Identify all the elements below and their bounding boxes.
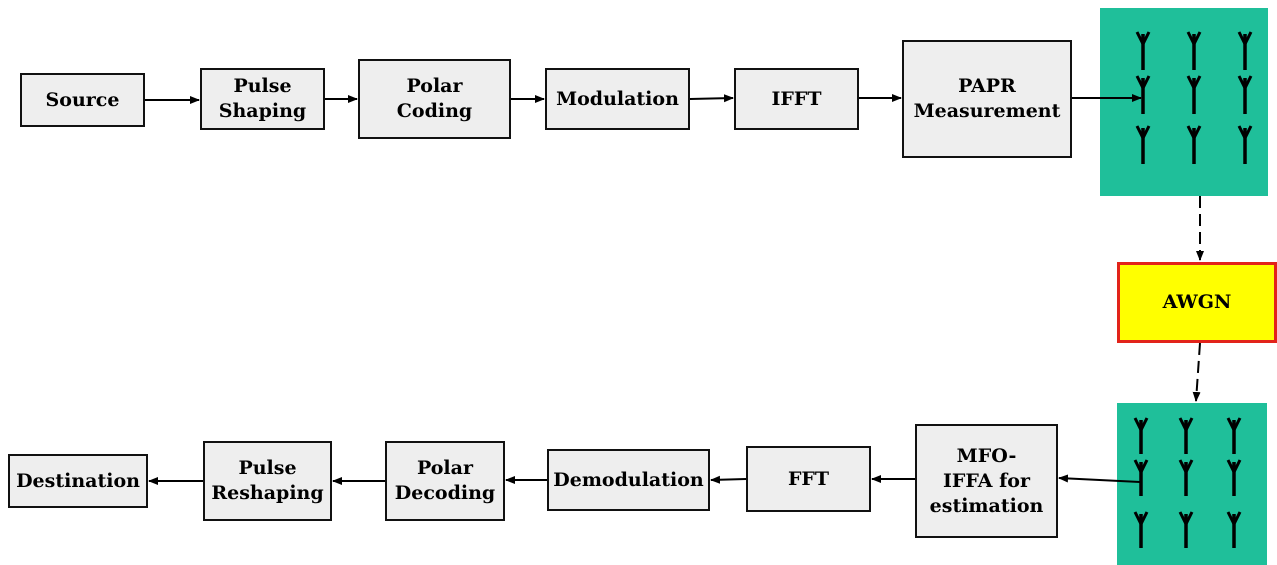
tx-antenna-array-icon [1135,31,1253,164]
papr-measurement-label: PAPR Measurement [913,75,1061,122]
antenna-icon [1135,125,1151,164]
awgn-label: AWGN [1162,291,1232,313]
antenna-icon [1237,125,1253,164]
pulse-reshaping-label: Pulse Reshaping [211,457,324,504]
antenna-icon [1178,459,1194,496]
antenna-icon [1133,459,1149,496]
polar-decoding-label: Polar Decoding [394,457,496,504]
arrow-modulation-to-ifft [689,94,734,103]
ifft-block: IFFT [734,68,859,130]
pulse-shaping-label: Pulse Shaping [218,75,307,122]
antenna-icon [1133,511,1149,548]
fft-block: FFT [746,446,871,512]
antenna-icon [1178,417,1194,454]
antenna-icon [1237,75,1253,114]
demodulation-label: Demodulation [553,468,704,491]
polar-coding-label: Polar Coding [396,75,473,122]
pulse-reshaping-block: Pulse Reshaping [203,441,332,521]
arrow-rx-array-to-mfo-iffa [1058,474,1141,483]
source-block: Source [20,73,145,127]
antenna-icon [1186,31,1202,70]
arrow-awgn-to-rx [1192,342,1201,402]
rx-antenna-array-icon [1133,417,1242,548]
destination-label: Destination [16,469,140,492]
modulation-label: Modulation [556,87,679,110]
antenna-icon [1226,417,1242,454]
destination-block: Destination [8,454,148,508]
papr-measurement-block: PAPR Measurement [902,40,1072,158]
fft-label: FFT [787,467,830,490]
arrow-fft-to-demodulation [710,475,747,484]
polar-coding-block: Polar Coding [358,59,511,139]
antenna-icon [1135,31,1151,70]
antenna-icon [1133,417,1149,454]
modulation-block: Modulation [545,68,690,130]
antenna-icon [1237,31,1253,70]
antenna-icon [1186,75,1202,114]
ifft-label: IFFT [771,87,822,110]
demodulation-block: Demodulation [547,449,710,511]
tx-antenna-panel [1100,8,1268,196]
antenna-icon [1186,125,1202,164]
pulse-shaping-block: Pulse Shaping [200,68,325,130]
mfo-iffa-block: MFO- IFFA for estimation [915,424,1058,538]
antenna-icon [1135,75,1151,114]
polar-decoding-block: Polar Decoding [385,441,505,521]
antenna-icon [1226,459,1242,496]
source-label: Source [45,88,120,111]
awgn-block: AWGN [1117,262,1277,343]
antenna-icon [1226,511,1242,548]
mfo-iffa-label: MFO- IFFA for estimation [929,444,1044,517]
antenna-icon [1178,511,1194,548]
